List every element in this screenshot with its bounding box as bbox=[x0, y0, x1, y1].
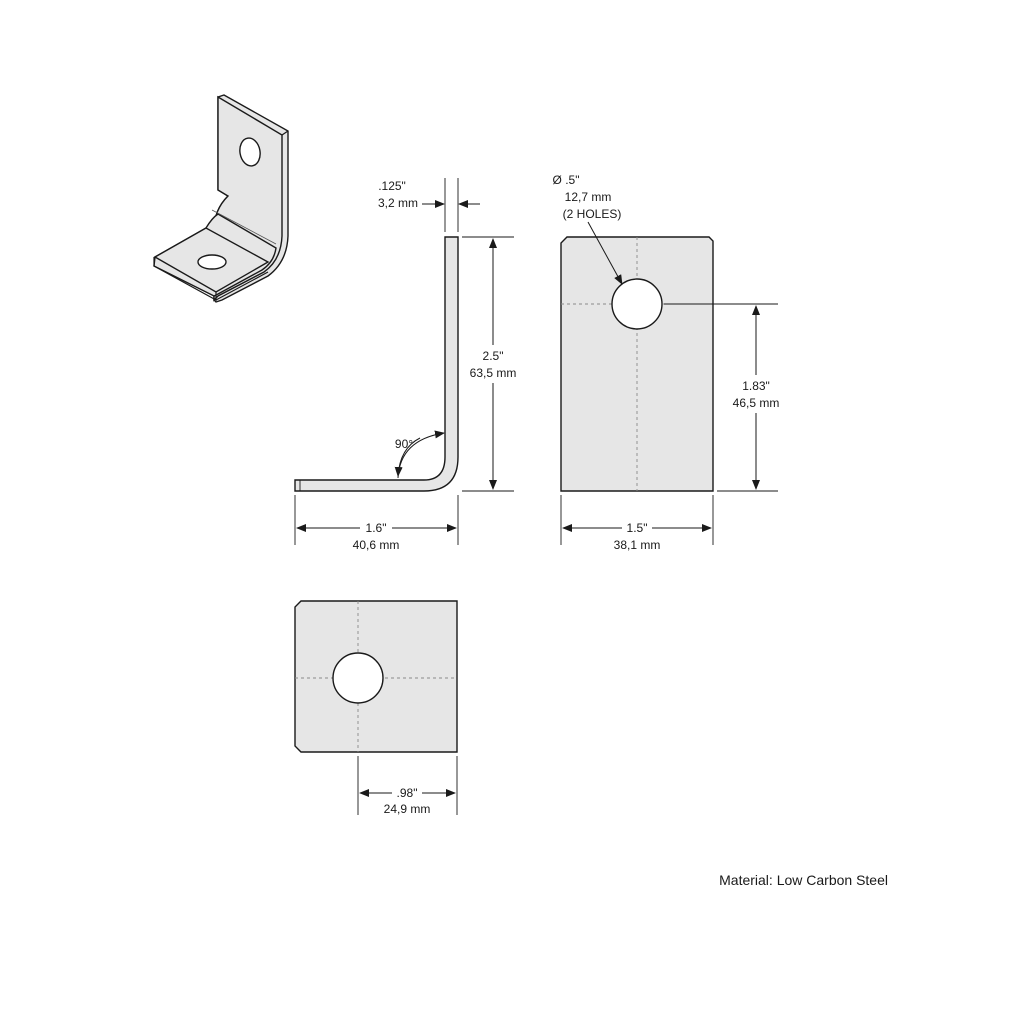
base-length-mm-label: 40,6 mm bbox=[353, 538, 400, 552]
hole-height-mm-label: 46,5 mm bbox=[733, 396, 780, 410]
hole-mm-label: 12,7 mm bbox=[565, 190, 612, 204]
bottom-view: .98" 24,9 mm bbox=[294, 600, 458, 816]
isometric-view bbox=[153, 94, 289, 303]
front-hole bbox=[611, 278, 663, 330]
hole-offset-mm-label: 24,9 mm bbox=[384, 802, 431, 816]
hole-height-in-label: 1.83" bbox=[742, 379, 770, 393]
side-view: .125" 3,2 mm 2.5" 63,5 mm 90° 1.6" 40,6 … bbox=[294, 178, 517, 552]
bottom-hole bbox=[332, 652, 384, 704]
width-in-label: 1.5" bbox=[627, 521, 648, 535]
hole-in-label: Ø .5" bbox=[553, 173, 580, 187]
thickness-mm-label: 3,2 mm bbox=[378, 196, 418, 210]
angle-label: 90° bbox=[395, 437, 413, 451]
hole-count-label: (2 HOLES) bbox=[563, 207, 622, 221]
side-profile bbox=[294, 236, 459, 492]
iso-hole-vertical bbox=[239, 137, 261, 167]
height-mm-label: 63,5 mm bbox=[470, 366, 517, 380]
width-mm-label: 38,1 mm bbox=[614, 538, 661, 552]
thickness-in-label: .125" bbox=[378, 179, 406, 193]
base-length-in-label: 1.6" bbox=[366, 521, 387, 535]
hole-offset-in-label: .98" bbox=[397, 786, 418, 800]
height-in-label: 2.5" bbox=[483, 349, 504, 363]
iso-hole-horizontal bbox=[197, 254, 227, 270]
front-view: Ø .5" 12,7 mm (2 HOLES) 1.83" 46,5 mm 1.… bbox=[553, 173, 780, 552]
material-note: Material: Low Carbon Steel bbox=[719, 872, 888, 888]
